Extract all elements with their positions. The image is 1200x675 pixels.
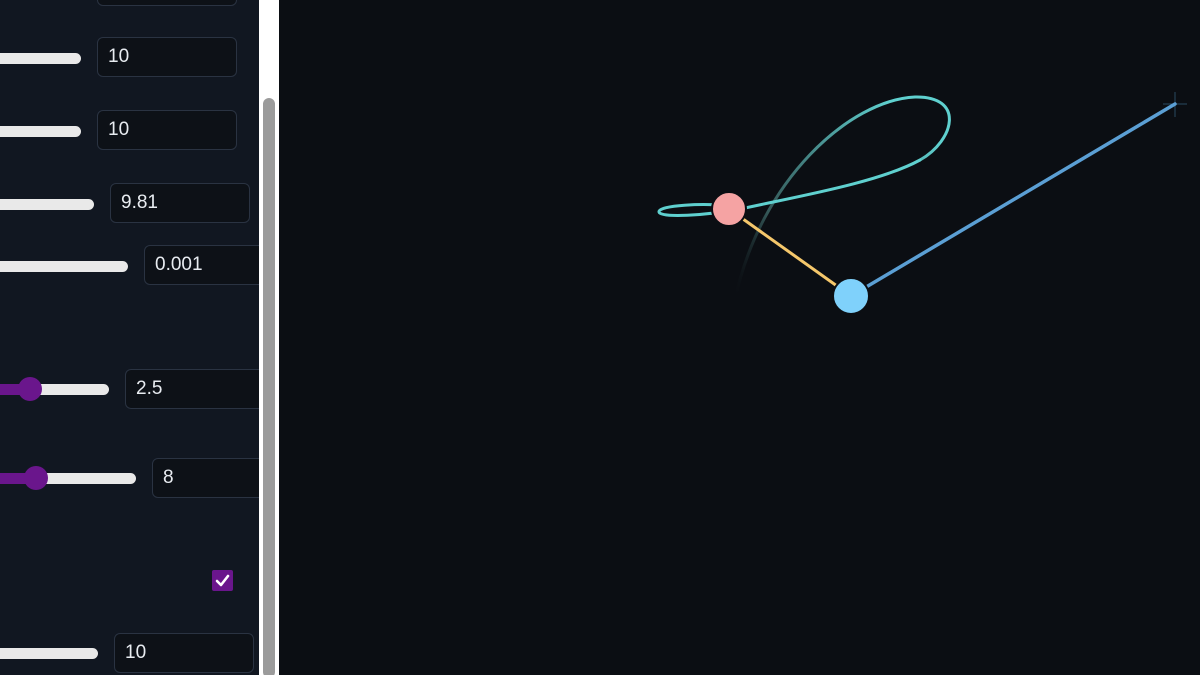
gravity-input[interactable]: 9.81 <box>110 183 250 223</box>
mass1-input[interactable]: 2.5 <box>125 369 259 409</box>
mass1-slider-fill <box>0 384 30 395</box>
mass1-slider[interactable] <box>0 377 109 401</box>
bob-1[interactable] <box>832 277 870 315</box>
length2-slider[interactable] <box>0 126 81 137</box>
checkmark-icon <box>215 574 230 587</box>
mass2-slider-thumb[interactable] <box>24 466 48 490</box>
trail-length-input[interactable]: 10 <box>114 633 254 673</box>
mass2-slider-fill <box>0 473 36 484</box>
bob-2[interactable] <box>711 191 747 227</box>
rod-1 <box>849 102 1177 298</box>
timestep-input[interactable]: 0.001 <box>144 245 259 285</box>
mass1-slider-thumb[interactable] <box>18 377 42 401</box>
gravity-slider[interactable] <box>0 199 94 210</box>
trail-length-slider[interactable] <box>0 648 98 659</box>
sidebar-scrollbar-thumb[interactable] <box>263 98 275 675</box>
mass2-slider[interactable] <box>0 466 136 490</box>
controls-sidebar: 10 10 9.81 0.001 2.5 8 10 <box>0 0 259 675</box>
length2-input[interactable]: 10 <box>97 110 237 150</box>
simulation-canvas[interactable] <box>281 0 1200 675</box>
trail-checkbox[interactable] <box>212 570 233 591</box>
trail-path-faint <box>733 95 951 302</box>
timestep-slider[interactable] <box>0 261 128 272</box>
length1-slider[interactable] <box>0 53 81 64</box>
rod-2 <box>727 207 853 298</box>
mass2-input[interactable]: 8 <box>152 458 259 498</box>
length1-input[interactable]: 10 <box>97 37 237 77</box>
trail-path <box>657 158 922 217</box>
